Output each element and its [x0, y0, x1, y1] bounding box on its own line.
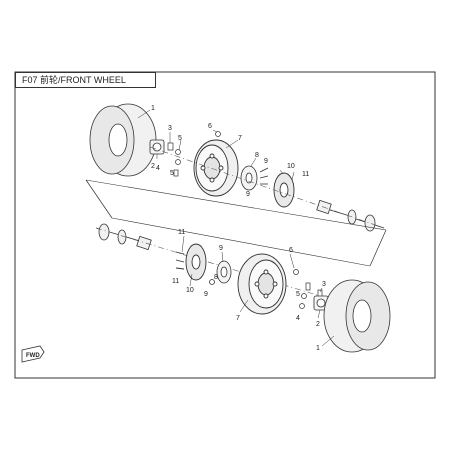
drawing-frame — [14, 71, 436, 379]
callout-9-top-a: 9 — [264, 158, 268, 165]
rim-bottom — [237, 253, 287, 315]
callout-7-bottom: 7 — [236, 315, 240, 322]
connector-bottom — [111, 217, 371, 267]
callout-1-bottom: 1 — [316, 345, 320, 352]
rim-top — [193, 139, 239, 197]
callout-5-top: 5 — [178, 135, 182, 142]
hub-top — [149, 139, 165, 155]
callout-10-bottom: 10 — [186, 287, 194, 294]
callout-4-bottom: 4 — [296, 315, 300, 322]
brake-disc-top — [273, 172, 295, 208]
small-parts-top — [167, 131, 221, 177]
callout-5-bottom: 5 — [296, 291, 300, 298]
fwd-badge: FWD — [21, 345, 45, 363]
callout-11-bottom-b: 11 — [172, 278, 179, 285]
tire-top — [89, 103, 157, 177]
callout-6-top: 6 — [208, 123, 212, 130]
callout-11-top: 11 — [302, 171, 309, 178]
callout-8-top: 8 — [255, 152, 259, 159]
callout-5-top-b: 5 — [170, 170, 174, 177]
callout-2-top: 2 — [151, 163, 155, 170]
callout-9-bottom-a: 9 — [219, 245, 223, 252]
brake-disc-bottom — [175, 243, 207, 281]
tire-bottom — [323, 279, 391, 353]
callout-6-bottom: 6 — [289, 247, 293, 254]
leader-lines — [137, 109, 335, 347]
callout-2-bottom: 2 — [316, 321, 320, 328]
callout-7-top: 7 — [238, 135, 242, 142]
connector-right — [369, 229, 387, 267]
centerline-top — [149, 146, 385, 229]
callout-10-top: 10 — [287, 163, 295, 170]
callout-3-bottom: 3 — [322, 281, 326, 288]
callout-1-top: 1 — [151, 105, 155, 112]
callout-4-top: 4 — [156, 165, 160, 172]
drive-shaft-bottom — [95, 223, 152, 251]
fwd-badge-text: FWD — [26, 353, 40, 359]
hub-bottom — [313, 295, 329, 311]
page-title: F07 前轮/FRONT WHEEL — [15, 72, 156, 88]
callout-11-bottom-a: 11 — [178, 229, 185, 236]
callout-9-top-b: 9 — [246, 191, 250, 198]
callout-8-bottom: 8 — [214, 274, 218, 281]
centerline-bottom — [95, 227, 341, 303]
connector-top — [85, 179, 387, 231]
callout-9-bottom-b: 9 — [204, 291, 208, 298]
drive-shaft-top — [316, 199, 385, 232]
bearing-bottom — [209, 260, 232, 285]
callout-3-top: 3 — [168, 125, 172, 132]
connector-left — [85, 179, 113, 219]
bearing-top — [240, 165, 269, 191]
